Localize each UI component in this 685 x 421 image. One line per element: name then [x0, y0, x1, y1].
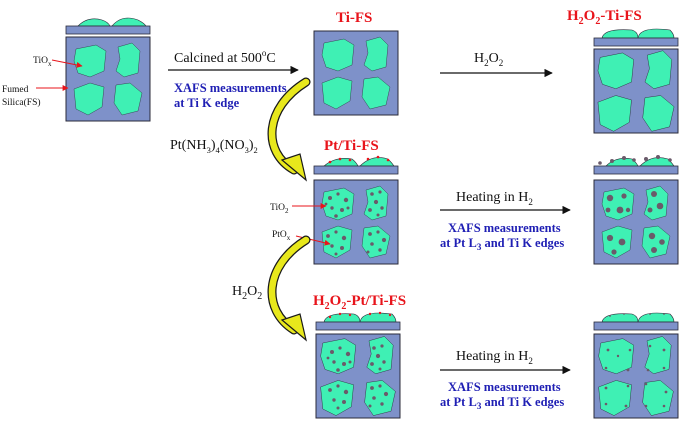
ti-fs-top-view: [313, 30, 399, 116]
h2o2-pt-ti-fs-title: H2O2-Pt/Ti-FS: [313, 293, 406, 312]
xafs-pt-1-note: XAFS measurements at Pt L3 and Ti K edge…: [440, 221, 564, 252]
fumed-silica-label: Fumed Silica(FS): [2, 85, 41, 108]
reduced-pt-ti-fs-top-view: [593, 179, 679, 265]
heating-1-label: Heating in H2: [456, 190, 533, 207]
pt-ti-fs-side-view: [313, 155, 399, 175]
pt-ti-fs-title: Pt/Ti-FS: [324, 138, 379, 154]
h2o2-ti-fs-top-view: [593, 48, 679, 134]
h2o2-top-label: H2O2: [474, 51, 503, 68]
h2o2-left-label: H2O2: [232, 284, 262, 302]
tio2-label: TiO2: [270, 203, 289, 215]
fs-top-view: [65, 36, 151, 122]
h2o2-pt-ti-fs-side-view: [315, 311, 401, 331]
reduced-pt-ti-fs-side-view: [593, 155, 679, 175]
h2o2-ti-fs-side-view: [593, 28, 679, 47]
pt-precursor-label: Pt(NH3)4(NO3)2: [170, 138, 258, 155]
calcined-label: Calcined at 500oC: [174, 48, 276, 66]
fs-side-view: [65, 17, 151, 35]
impregnation-curved-arrow: [267, 77, 311, 182]
h2o2-ti-fs-title: H2O2-Ti-FS: [567, 8, 642, 27]
ti-fs-title: Ti-FS: [336, 10, 372, 26]
xafs-ti-note: XAFS measurements at Ti K edge: [174, 81, 290, 110]
tiox-label: TiOx: [33, 56, 52, 68]
ptox-label: PtOx: [272, 230, 291, 242]
pt-ti-fs-top-view: [313, 179, 399, 265]
tiox-pointer: [51, 59, 83, 68]
xafs-pt-2-note: XAFS measurements at Pt L3 and Ti K edge…: [440, 380, 564, 411]
reduced-h2o2-pt-ti-fs-top-view: [593, 333, 679, 419]
h2o2-curved-arrow: [267, 235, 311, 342]
h2o2-pt-ti-fs-top-view: [315, 333, 401, 419]
heating-2-label: Heating in H2: [456, 349, 533, 366]
reduced-h2o2-pt-ti-fs-side-view: [593, 312, 679, 331]
ptox-pointer: [295, 235, 331, 246]
